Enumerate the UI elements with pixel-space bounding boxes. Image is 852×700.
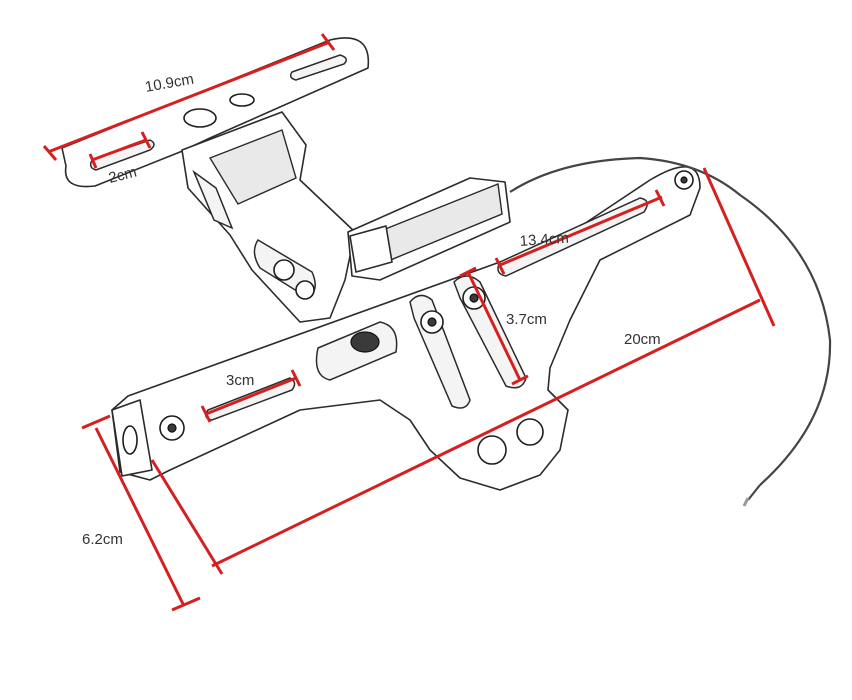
label-top-plate-width: 10.9cm bbox=[144, 71, 195, 96]
dimension-lines bbox=[42, 33, 776, 612]
label-vertical-slot-length: 3.7cm bbox=[506, 311, 547, 328]
support-bracket bbox=[181, 111, 356, 323]
label-end-height: 6.2cm bbox=[82, 531, 123, 548]
dimension-line-overall-length bbox=[150, 167, 776, 575]
cable bbox=[509, 156, 832, 507]
dimension-line-end-height bbox=[81, 414, 201, 612]
dimension-line-upper-slot-length bbox=[494, 189, 666, 275]
dimension-line-vertical-slot-length bbox=[459, 266, 529, 386]
label-lower-slot-length: 3cm bbox=[226, 372, 254, 389]
label-top-slot-length: 2cm bbox=[107, 164, 139, 187]
clamp-housing bbox=[347, 177, 511, 281]
dimension-line-top-plate-width bbox=[42, 33, 336, 161]
dimension-line-top-slot-length bbox=[88, 131, 152, 169]
label-overall-length: 20cm bbox=[624, 331, 661, 348]
top-mounting-plate bbox=[61, 37, 370, 188]
dimension-line-lower-slot-length bbox=[200, 369, 302, 423]
dimension-labels: 10.9cm 2cm 13.4cm 3.7cm 3cm 20cm 6.2cm bbox=[82, 71, 661, 548]
label-upper-slot-length: 13.4cm bbox=[519, 230, 569, 250]
